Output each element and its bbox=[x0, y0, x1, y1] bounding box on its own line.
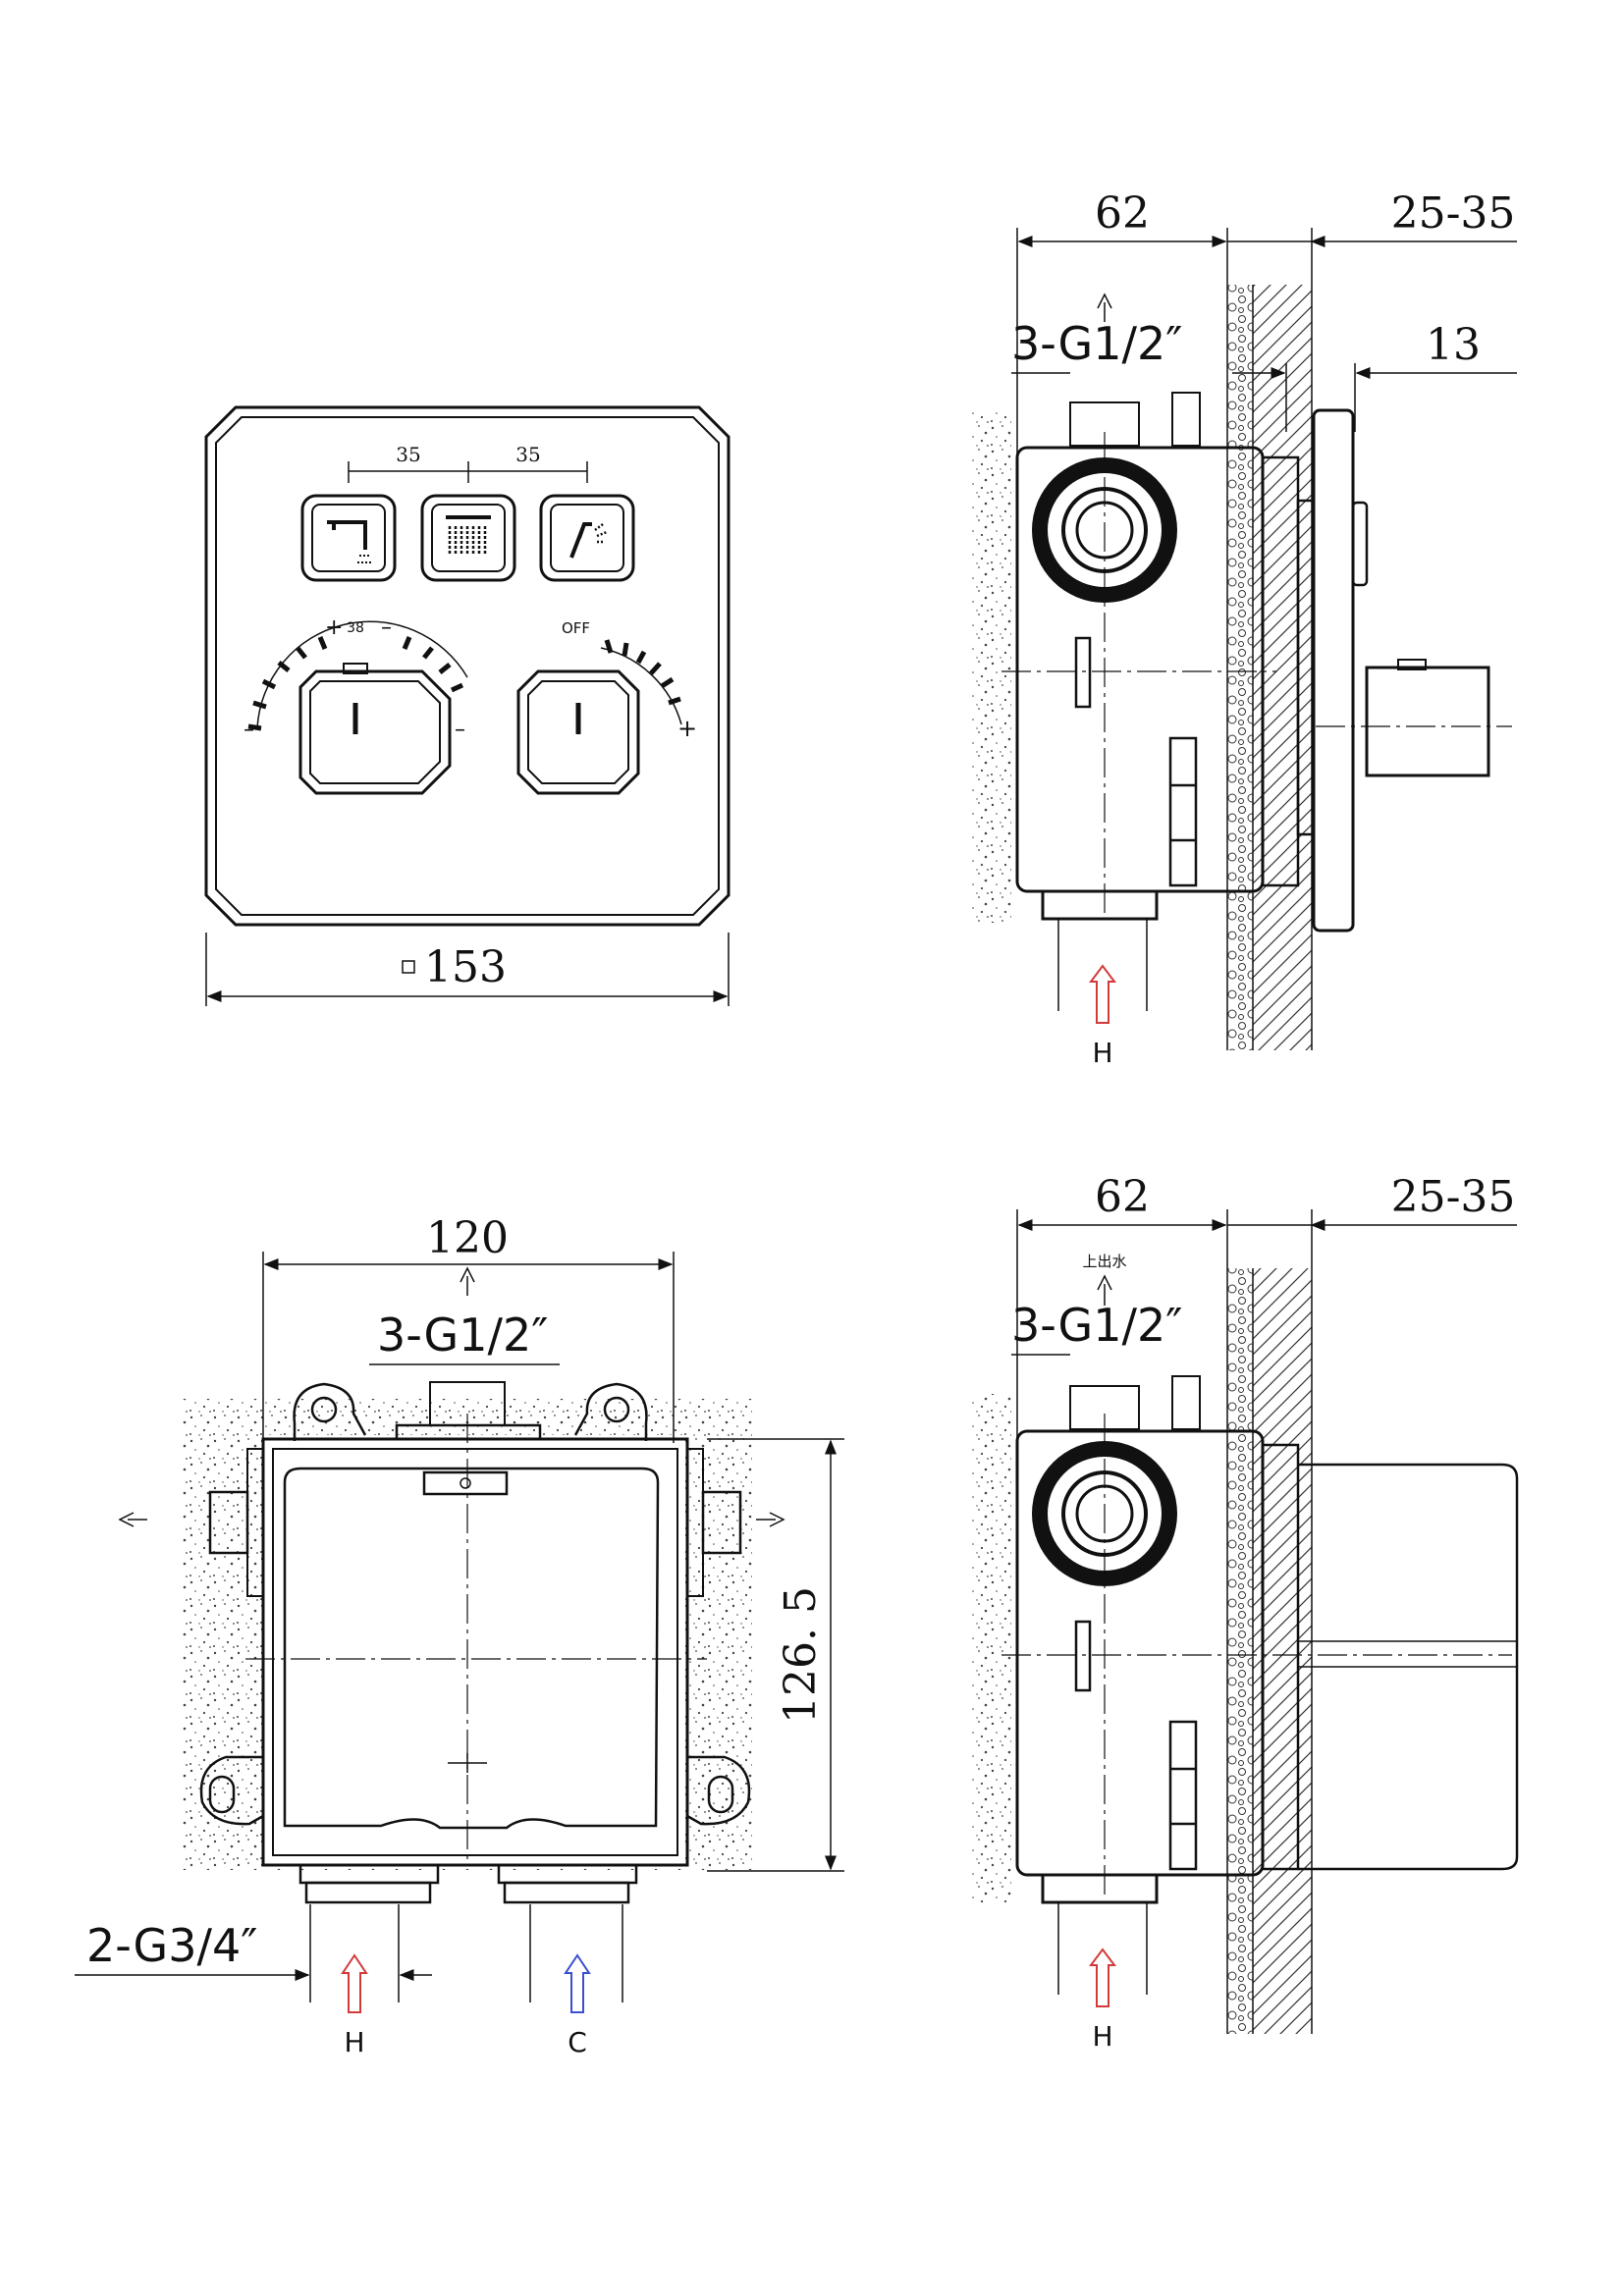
temperature-plus-label: + bbox=[325, 615, 343, 640]
hand-shower-icon bbox=[569, 522, 592, 559]
cold-inlet-arrow bbox=[564, 1953, 591, 2013]
depth-62-label: 62 bbox=[1095, 188, 1150, 239]
flow-off-label: OFF bbox=[562, 619, 590, 637]
hot-inlet-arrow bbox=[341, 1953, 368, 2013]
panel-outline-outer bbox=[204, 405, 730, 927]
front-panel-view: 35 35 + 38 – bbox=[204, 405, 730, 1006]
flow-scale: OFF + bbox=[562, 619, 697, 742]
side-view-bottom: 62 25-35 上出水 3-G1/2″ H bbox=[972, 1172, 1519, 2053]
thermostat-knob[interactable] bbox=[298, 663, 452, 795]
button-spacing-left-label: 35 bbox=[396, 443, 420, 466]
box-height-label: 126. 5 bbox=[776, 1586, 826, 1724]
box-width-label: 120 bbox=[426, 1213, 509, 1263]
cold-inlet-label: C bbox=[568, 2026, 587, 2058]
temperature-minus-top-label: – bbox=[381, 615, 392, 640]
rough-in-box-view: 120 3-G1/2″ bbox=[75, 1213, 844, 2058]
temperature-scale: + 38 – – – bbox=[243, 615, 468, 742]
depth-62-label-bottom: 62 bbox=[1095, 1172, 1150, 1222]
outlet-thread-label-side: 3-G1/2″ bbox=[1011, 1299, 1182, 1352]
hand-shower-button[interactable] bbox=[539, 494, 635, 582]
plate-13-label: 13 bbox=[1426, 320, 1481, 370]
top-outlet-note: 上出水 bbox=[1082, 1253, 1126, 1270]
hot-inlet-label: H bbox=[344, 2026, 364, 2058]
panel-outline-inner bbox=[215, 416, 720, 916]
flow-plus-label: + bbox=[677, 715, 697, 742]
outlet-thread-label: 3-G1/2″ bbox=[1011, 317, 1182, 370]
tub-spout-button[interactable] bbox=[300, 494, 397, 582]
outlet-thread-label-bottom: 3-G1/2″ bbox=[377, 1308, 548, 1362]
side-view-top: 62 25-35 13 3-G1/2″ bbox=[972, 188, 1517, 1069]
temperature-minus-right-label: – bbox=[455, 718, 465, 742]
square-symbol bbox=[402, 960, 415, 974]
button-spacing-right-label: 35 bbox=[515, 443, 540, 466]
rain-shower-icon bbox=[446, 515, 491, 556]
tub-spout-icon bbox=[327, 520, 367, 550]
hot-inlet-label-top: H bbox=[1092, 1037, 1112, 1069]
wall-25-35-label-bottom: 25-35 bbox=[1391, 1172, 1516, 1222]
wall-25-35-label: 25-35 bbox=[1391, 188, 1516, 239]
panel-width-label: 153 bbox=[424, 942, 507, 992]
hot-inlet-label-side: H bbox=[1092, 2020, 1112, 2053]
temperature-minus-left-label: – bbox=[243, 718, 254, 742]
hot-inlet-arrow-side bbox=[1089, 1948, 1116, 2007]
inlet-thread-label: 2-G3/4″ bbox=[86, 1919, 257, 1972]
rain-shower-button[interactable] bbox=[420, 494, 516, 582]
flow-knob[interactable] bbox=[516, 669, 640, 795]
temperature-value-label: 38 bbox=[347, 620, 364, 636]
hot-inlet-arrow-top bbox=[1089, 964, 1116, 1024]
